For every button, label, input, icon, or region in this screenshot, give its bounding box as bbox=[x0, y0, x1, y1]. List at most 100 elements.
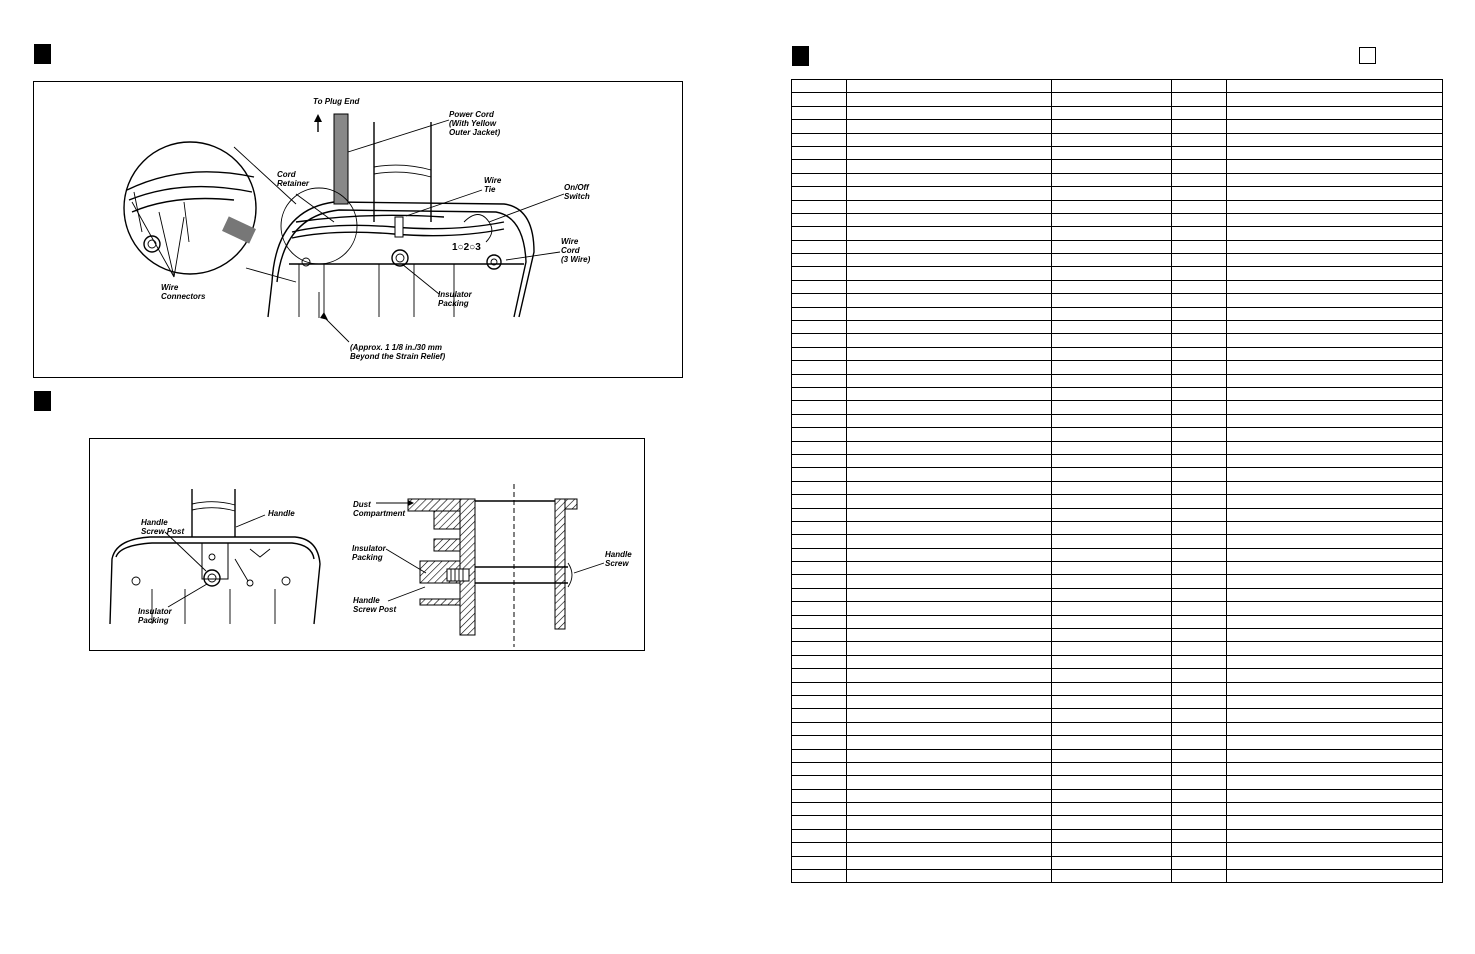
table-row bbox=[791, 373, 1443, 388]
table-row bbox=[791, 306, 1443, 322]
table-row bbox=[791, 668, 1443, 683]
table-cell bbox=[846, 520, 1052, 536]
step-marker-table bbox=[792, 46, 809, 66]
table-cell bbox=[1226, 547, 1443, 563]
table-cell bbox=[1171, 373, 1227, 388]
table-row bbox=[791, 561, 1443, 576]
table-cell bbox=[791, 614, 847, 630]
table-cell bbox=[1226, 320, 1443, 335]
table-cell bbox=[1171, 333, 1227, 348]
table-cell bbox=[1171, 386, 1227, 402]
table-cell bbox=[1226, 721, 1443, 737]
table-cell bbox=[791, 641, 847, 656]
table-cell bbox=[791, 212, 847, 228]
table-cell bbox=[846, 132, 1052, 147]
table-cell bbox=[791, 721, 847, 737]
table-cell bbox=[1171, 775, 1227, 790]
table-row bbox=[791, 534, 1443, 549]
table-cell bbox=[791, 761, 847, 777]
table-cell bbox=[1051, 534, 1172, 549]
table-row bbox=[791, 413, 1443, 429]
table-cell bbox=[846, 453, 1052, 469]
table-cell bbox=[791, 386, 847, 402]
table-cell bbox=[1051, 668, 1172, 683]
table-cell bbox=[1226, 480, 1443, 496]
table-cell bbox=[791, 534, 847, 549]
table-cell bbox=[791, 507, 847, 522]
table-cell bbox=[846, 253, 1052, 268]
table-row bbox=[791, 828, 1443, 844]
table-cell bbox=[1051, 547, 1172, 563]
label-wire-cord-3: (3 Wire) bbox=[561, 255, 591, 264]
label-dust-compartment-1: Dust bbox=[353, 500, 371, 509]
table-cell bbox=[1171, 561, 1227, 576]
table-cell bbox=[846, 266, 1052, 281]
table-cell bbox=[1226, 413, 1443, 429]
table-row bbox=[791, 145, 1443, 161]
table-cell bbox=[846, 480, 1052, 496]
table-cell bbox=[1171, 761, 1227, 777]
table-cell bbox=[1226, 467, 1443, 482]
table-cell bbox=[1226, 360, 1443, 375]
table-cell bbox=[1226, 507, 1443, 522]
table-cell bbox=[1171, 668, 1227, 683]
table-cell bbox=[1051, 681, 1172, 696]
table-cell bbox=[791, 360, 847, 375]
table-cell bbox=[1226, 279, 1443, 295]
label-insulator-packing-left-2: Packing bbox=[138, 616, 169, 625]
table-row bbox=[791, 520, 1443, 536]
table-cell bbox=[1171, 199, 1227, 214]
table-cell bbox=[846, 212, 1052, 228]
table-cell bbox=[791, 654, 847, 670]
parts-table-body bbox=[791, 78, 1443, 884]
table-cell bbox=[791, 400, 847, 415]
table-cell bbox=[791, 802, 847, 817]
table-cell bbox=[1051, 628, 1172, 643]
label-wire-tie-1: Wire bbox=[484, 176, 502, 185]
table-cell bbox=[791, 869, 847, 884]
table-cell bbox=[1051, 775, 1172, 790]
label-handle-screw-1: Handle bbox=[605, 550, 632, 559]
table-cell bbox=[1226, 694, 1443, 710]
table-cell bbox=[1226, 681, 1443, 696]
handle-figure-box: Handle Handle Screw Post Insulator Packi… bbox=[89, 438, 645, 651]
table-row bbox=[791, 628, 1443, 643]
table-row bbox=[791, 735, 1443, 750]
table-cell bbox=[1171, 92, 1227, 107]
table-cell bbox=[1051, 105, 1172, 121]
table-row bbox=[791, 694, 1443, 710]
table-cell bbox=[1171, 427, 1227, 442]
table-cell bbox=[1171, 172, 1227, 188]
table-cell bbox=[1051, 453, 1172, 469]
table-cell bbox=[1051, 802, 1172, 817]
table-cell bbox=[1226, 132, 1443, 147]
table-cell bbox=[791, 226, 847, 241]
table-cell bbox=[1226, 748, 1443, 763]
table-cell bbox=[1226, 869, 1443, 884]
table-cell bbox=[1171, 360, 1227, 375]
table-cell bbox=[846, 668, 1052, 683]
table-cell bbox=[791, 788, 847, 804]
table-cell bbox=[1171, 828, 1227, 844]
label-insulator-packing-left-1: Insulator bbox=[138, 607, 173, 616]
table-cell bbox=[1226, 587, 1443, 603]
table-cell bbox=[1051, 145, 1172, 161]
table-cell bbox=[1171, 694, 1227, 710]
table-cell bbox=[1171, 279, 1227, 295]
table-cell bbox=[846, 119, 1052, 134]
label-wire-cord-2: Cord bbox=[561, 246, 581, 255]
table-cell bbox=[1226, 654, 1443, 670]
table-cell bbox=[1051, 748, 1172, 763]
table-cell bbox=[1051, 828, 1172, 844]
label-on-off-1: On/Off bbox=[564, 183, 590, 192]
table-row bbox=[791, 440, 1443, 455]
table-cell bbox=[1171, 547, 1227, 563]
table-cell bbox=[791, 78, 847, 94]
table-cell bbox=[791, 293, 847, 308]
table-cell bbox=[1171, 748, 1227, 763]
table-cell bbox=[1226, 427, 1443, 442]
table-row bbox=[791, 266, 1443, 281]
table-cell bbox=[846, 708, 1052, 723]
table-row bbox=[791, 574, 1443, 589]
label-wire-cord-1: Wire bbox=[561, 237, 579, 246]
